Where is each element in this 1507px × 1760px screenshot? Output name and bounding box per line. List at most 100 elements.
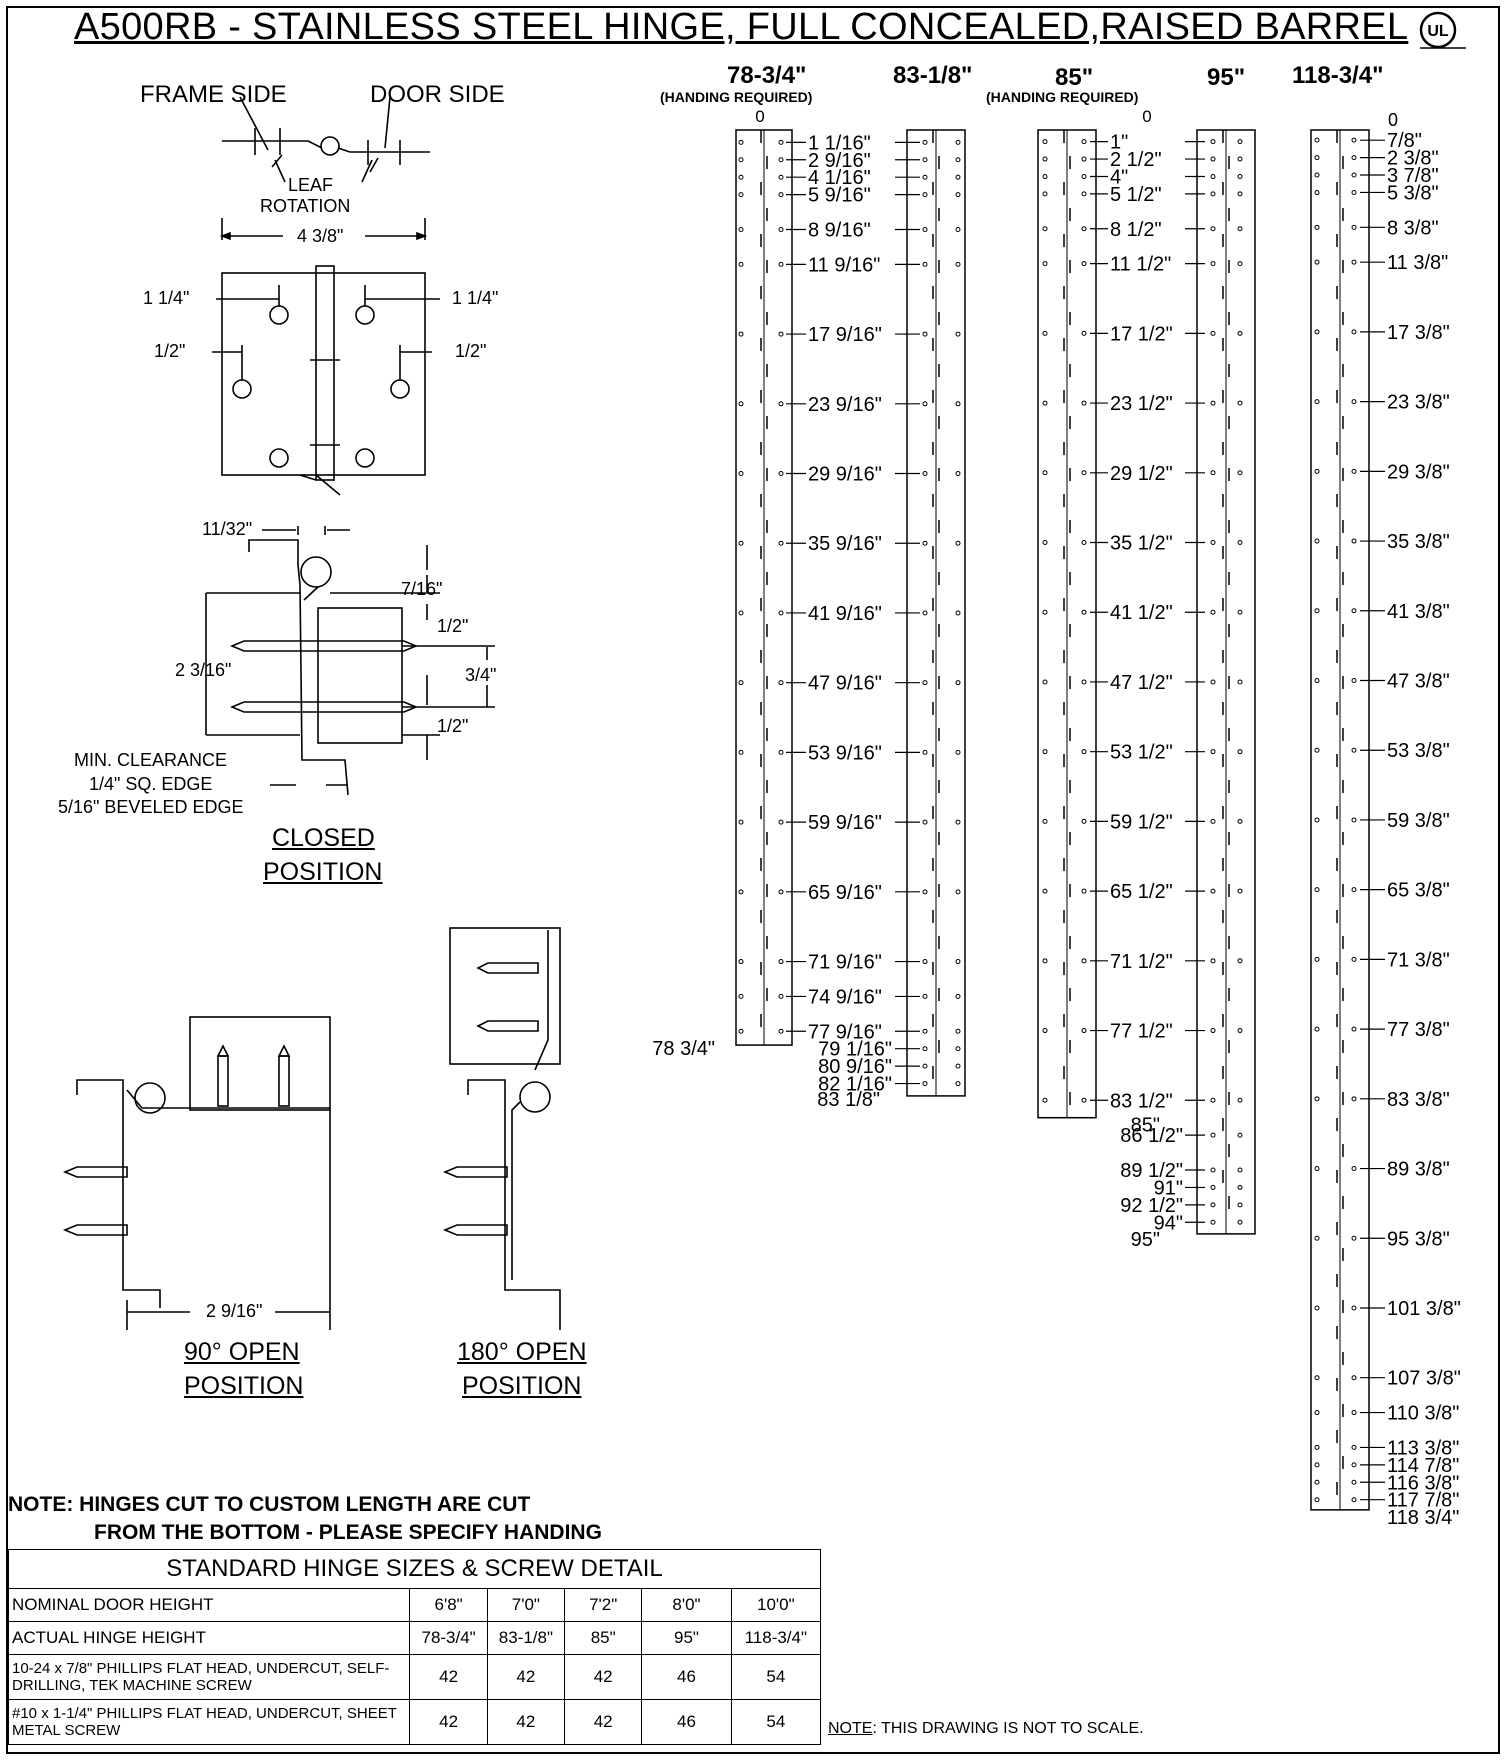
screw-hole [1314,956,1320,962]
screw-hole [1314,1444,1320,1450]
screw-hole [738,993,744,999]
table-cell: 42 [564,1699,643,1745]
zero-label: 0 [1142,107,1151,126]
table-cell: 46 [641,1699,732,1745]
screw-hole [1042,1028,1048,1034]
half-right-dim: 1/2" [455,341,487,361]
screw-hole [738,680,744,686]
screw-hole [1042,1097,1048,1103]
mark-label: 35 3/8" [1387,531,1450,553]
screw-hole [1237,330,1243,336]
screw-hole [1081,888,1087,894]
screw-hole [955,174,961,180]
screw-hole [1351,1375,1357,1381]
screw-hole [1237,1219,1243,1225]
screw-hole [1237,1167,1243,1173]
screw-hole [1351,1166,1357,1172]
mark-label: 117 7/8" [1387,1490,1459,1512]
mark-label: 89 1/2" [1120,1160,1183,1182]
screw-hole [955,157,961,163]
screw-hole [1081,749,1087,755]
svg-text:UL: UL [1427,23,1449,40]
screw-hole [955,261,961,267]
screw-hole [1351,747,1357,753]
height-dim: 2 3/16" [175,660,232,680]
screw-hole [1351,538,1357,544]
screw-hole [1314,1479,1320,1485]
screw-hole [1210,191,1216,197]
screw-hole [1351,1444,1357,1450]
mark-label: 5 9/16" [808,185,871,207]
hinge-header-2: 83-1/8" [893,62,973,89]
screw-hole [778,226,784,232]
screw-hole [1314,189,1320,195]
screw-hole [1237,1184,1243,1190]
screw-hole [955,993,961,999]
mark-label: 86 1/2" [1120,1125,1183,1147]
mark-label: 4 1/16" [808,167,871,189]
screw-hole [1081,1097,1087,1103]
screw-hole [738,471,744,477]
mark-label: 65 1/2" [1110,881,1173,903]
custom-length-note-1: NOTE: HINGES CUT TO CUSTOM LENGTH ARE CU… [8,1493,531,1516]
screw-hole [1081,191,1087,197]
screw-hole [1042,888,1048,894]
screw-hole [1237,400,1243,406]
mark-label: 91" [1154,1177,1183,1199]
mark-label: 77 1/2" [1110,1021,1173,1043]
screw-hole [922,959,928,965]
screw-hole [1314,137,1320,143]
screw-hole [1042,958,1048,964]
mark-label: 83 3/8" [1387,1089,1450,1111]
screw-hole [1210,749,1216,755]
screw-hole [778,331,784,337]
rotation-label: ROTATION [260,196,351,216]
mark-label: 17 3/8" [1387,322,1450,344]
screw-hole [1081,226,1087,232]
screw-hole [1081,540,1087,546]
dim-7-16: 7/16" [401,579,443,599]
mark-label: 5 1/2" [1110,184,1162,206]
open90-title-2: POSITION [184,1372,304,1400]
screw-hole [1351,677,1357,683]
screw-hole [955,959,961,965]
hinge-header-4: 95" [1207,64,1246,91]
screw-hole [1237,958,1243,964]
screw-hole [778,889,784,895]
screw-hole [955,1081,961,1087]
mark-label: 113 3/8" [1387,1437,1459,1459]
screw-hole [955,192,961,198]
screw-hole [778,680,784,686]
screw-hole [922,610,928,616]
screw-hole [955,889,961,895]
mark-label: 82 1/16" [818,1074,892,1096]
width-dim: 4 3/8" [297,226,344,246]
screw-hole [1351,1462,1357,1468]
open180-title: 180° OPEN [457,1338,587,1366]
screw-hole [1351,887,1357,893]
screw-hole [922,540,928,546]
screw-hole [1237,156,1243,162]
table-title: STANDARD HINGE SIZES & SCREW DETAIL [8,1549,821,1589]
screw-hole [1314,1305,1320,1311]
screw-hole [1237,173,1243,179]
screw-hole [922,993,928,999]
screw-hole [955,680,961,686]
screw-hole [955,540,961,546]
screw-hole [1042,156,1048,162]
bottom-label: 118 3/4" [1387,1507,1459,1529]
screw-hole [1081,261,1087,267]
mark-label: 71 1/2" [1110,951,1173,973]
table-cell: 42 [486,1654,566,1700]
mark-label: 47 9/16" [808,673,882,695]
screw-hole [922,331,928,337]
screw-hole [1314,224,1320,230]
mark-label: 8 9/16" [808,219,871,241]
mark-label: 41 1/2" [1110,602,1173,624]
mark-label: 101 3/8" [1387,1298,1461,1320]
table-cell: 42 [409,1654,488,1700]
mark-label: 92 1/2" [1120,1195,1183,1217]
screw-hole [955,1046,961,1052]
mark-label: 71 9/16" [808,952,882,974]
table-cell: 6'8" [409,1588,488,1622]
